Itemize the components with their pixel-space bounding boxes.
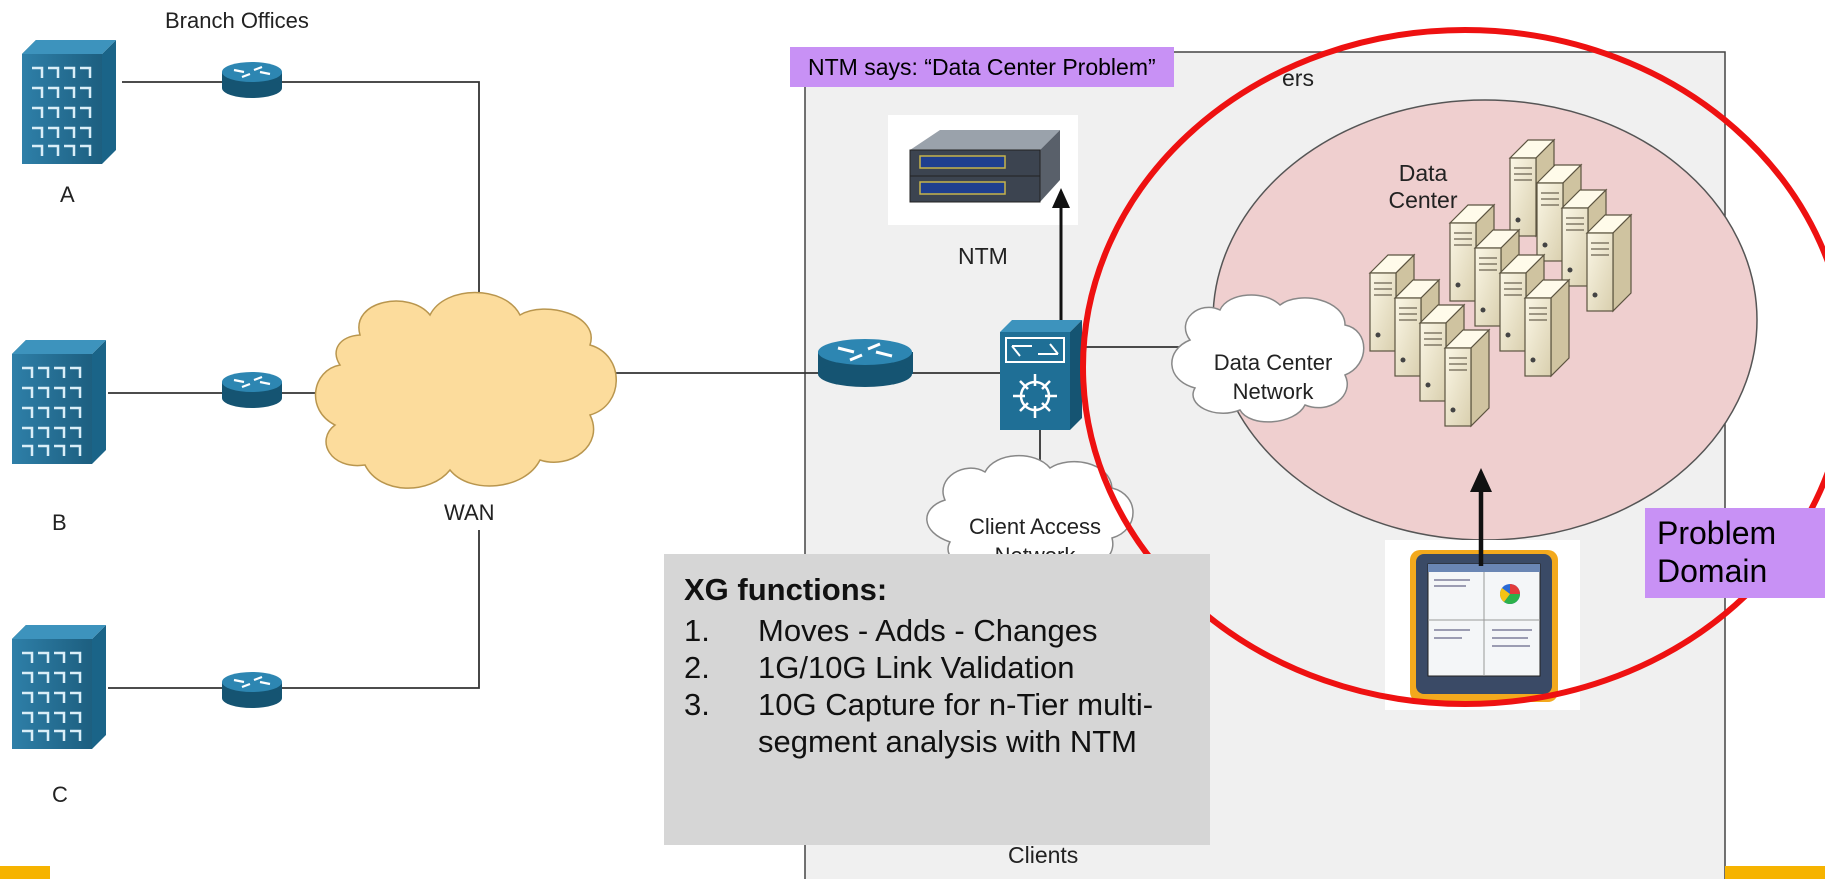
wan-label: WAN (444, 500, 495, 525)
problem-domain-callout: Problem Domain (1645, 508, 1825, 598)
client-access-network-label: Client Access Network (940, 512, 1130, 554)
xg-function-item: 2. 1G/10G Link Validation (684, 649, 1198, 686)
xg-function-number: 1. (684, 613, 710, 648)
arrow-xg-to-datacenter (1470, 468, 1492, 566)
xg-functions-box: XG functions: 1. Moves - Adds - Changes … (664, 554, 1210, 845)
router-icon-b (220, 370, 284, 410)
xg-function-item: 3. 10G Capture for n-Tier multi-segment … (684, 686, 1198, 760)
core-router-icon (818, 339, 913, 387)
bottom-accent-right (1725, 866, 1825, 879)
branch-offices-title: Branch Offices (165, 8, 309, 33)
problem-domain-line1: Problem (1657, 515, 1777, 551)
core-switch-icon (1000, 320, 1082, 430)
router-icon-a (220, 60, 284, 100)
branch-label-b: B (52, 510, 67, 535)
xg-function-number: 3. (684, 687, 710, 722)
ntm-label: NTM (958, 243, 1008, 269)
datacenter-label-line2: Center (1388, 187, 1458, 213)
xg-function-text: 10G Capture for n-Tier multi-segment ana… (758, 687, 1154, 759)
office-building-icon-b (10, 338, 108, 466)
datacenter-label: Data Center (1388, 160, 1458, 214)
xg-functions-title: XG functions: (684, 572, 888, 607)
xg-function-item: 1. Moves - Adds - Changes (684, 612, 1198, 649)
client-access-line2: Network (940, 541, 1130, 554)
bottom-accent-left (0, 866, 50, 879)
datacenter-network-line1: Data Center (1213, 350, 1333, 375)
datacenter-network-line2: Network (1232, 379, 1314, 404)
arrow-switch-to-ntm (1052, 188, 1070, 320)
office-building-icon-a (20, 38, 118, 166)
xg-function-number: 2. (684, 650, 710, 685)
client-access-line1: Client Access (968, 514, 1102, 539)
datacenter-label-line1: Data (1398, 160, 1448, 186)
problem-domain-line2: Domain (1657, 553, 1768, 589)
xg-function-text: Moves - Adds - Changes (758, 613, 1098, 648)
router-icon-c (220, 670, 284, 710)
xg-analyzer-icon (1410, 550, 1558, 702)
ntm-callout: NTM says: “Data Center Problem” (790, 47, 1174, 87)
datacenter-network-cloud-icon (1171, 294, 1365, 423)
branch-label-c: C (52, 782, 68, 807)
office-building-icon-c (10, 623, 108, 751)
xg-function-text: 1G/10G Link Validation (758, 650, 1075, 685)
problem-domain-circle (1080, 27, 1825, 707)
xg-functions-list: 1. Moves - Adds - Changes 2. 1G/10G Link… (684, 612, 1198, 760)
datacenter-network-label: Data Center Network (1168, 348, 1378, 406)
datacenter-area-partial-label: ers (1282, 65, 1314, 91)
branch-label-a: A (60, 182, 75, 207)
clients-label: Clients (1008, 842, 1079, 868)
rack-server-icon (909, 130, 1060, 203)
wan-cloud-icon (314, 291, 617, 489)
